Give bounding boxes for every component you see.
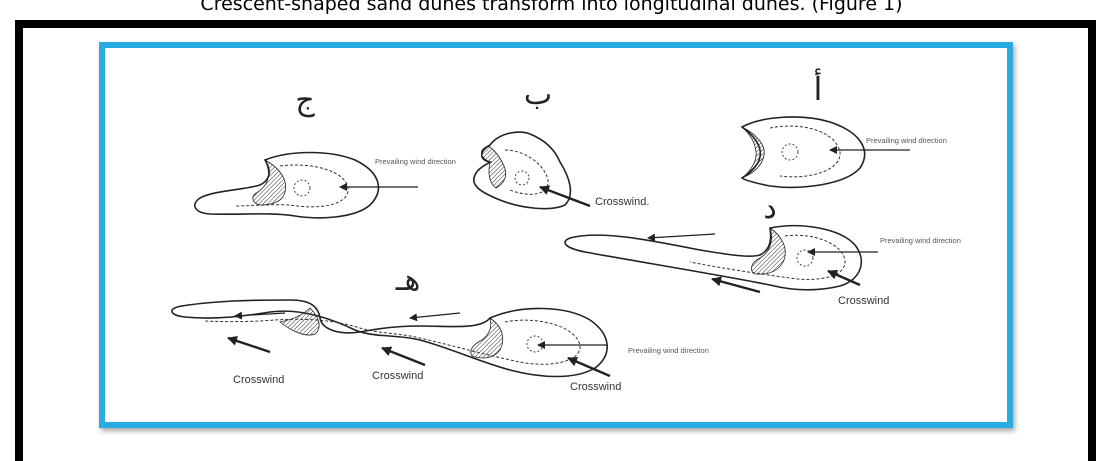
stage-letter-c: ج (295, 83, 315, 118)
stage-letter-e: هـ (395, 263, 421, 298)
label-prevailing-wind-c: Prevailing wind direction (375, 157, 456, 166)
label-prevailing-wind-a: Prevailing wind direction (866, 136, 947, 145)
label-crosswind-e1: Crosswind (233, 374, 284, 386)
stage-b-dune (474, 132, 590, 208)
label-crosswind-d: Crosswind (838, 295, 889, 307)
stage-d-dune (565, 226, 878, 292)
label-prevailing-wind-e: Prevailing wind direction (628, 346, 709, 355)
stage-e-dune (172, 300, 610, 377)
stage-letter-d: د (763, 191, 776, 226)
stage-a-dune (742, 117, 910, 187)
label-prevailing-wind-d: Prevailing wind direction (880, 236, 961, 245)
label-crosswind-e2: Crosswind (372, 370, 423, 382)
stage-letter-b: ب (524, 77, 552, 112)
label-crosswind-e3: Crosswind (570, 381, 621, 393)
label-crosswind-b: Crosswind. (595, 196, 649, 208)
stage-letter-a: أ (814, 68, 823, 108)
